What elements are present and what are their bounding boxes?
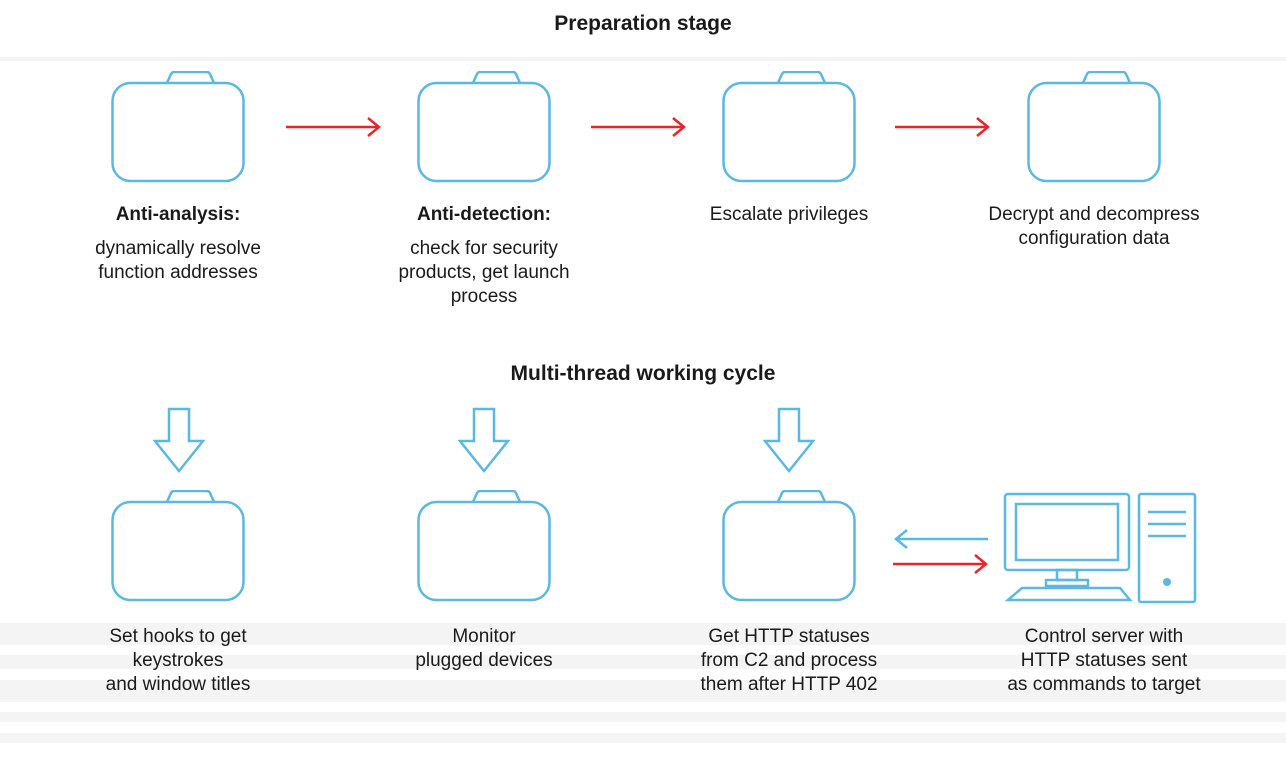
background-band [0, 623, 1286, 645]
arrow-left-icon [893, 529, 989, 549]
arrow-down-icon [458, 407, 510, 475]
step-caption: Decrypt and decompress configuration dat… [944, 203, 1244, 251]
arrow-right-icon [591, 117, 687, 137]
thread-text: Get HTTP statuses from C2 and process th… [700, 626, 878, 695]
folder-icon [722, 490, 856, 602]
step-caption: Anti-analysis: dynamically resolve funct… [48, 203, 308, 285]
arrow-down-icon [153, 407, 205, 475]
server-caption: Control server with HTTP statuses sent a… [969, 625, 1239, 697]
thread-text: Monitor plugged devices [415, 626, 553, 671]
preparation-stage-title: Preparation stage [554, 12, 732, 35]
background-band [0, 733, 1286, 743]
folder-icon [417, 71, 551, 183]
background-band [0, 57, 1286, 61]
thread-caption: Monitor plugged devices [354, 625, 614, 673]
arrow-right-icon [286, 117, 382, 137]
folder-icon [417, 490, 551, 602]
server-text: Control server with HTTP statuses sent a… [1007, 626, 1201, 695]
step-text: check for security products, get launch … [398, 238, 570, 307]
background-band [0, 712, 1286, 722]
step-title: Anti-analysis: [115, 204, 241, 225]
arrow-right-icon [893, 554, 989, 574]
thread-caption: Get HTTP statuses from C2 and process th… [659, 625, 919, 697]
working-cycle-title: Multi-thread working cycle [510, 362, 776, 385]
step-text: Escalate privileges [709, 204, 869, 225]
folder-icon [722, 71, 856, 183]
thread-caption: Set hooks to get keystrokes and window t… [48, 625, 308, 697]
computer-icon [1002, 490, 1200, 606]
background-band [0, 680, 1286, 702]
arrow-right-icon [895, 117, 991, 137]
step-caption: Anti-detection: check for security produ… [354, 203, 614, 309]
folder-icon [1027, 71, 1161, 183]
folder-icon [111, 490, 245, 602]
step-caption: Escalate privileges [659, 203, 919, 227]
thread-text: Set hooks to get keystrokes and window t… [105, 626, 251, 695]
arrow-down-icon [763, 407, 815, 475]
background-band [0, 655, 1286, 669]
step-text: Decrypt and decompress configuration dat… [988, 204, 1200, 249]
step-title: Anti-detection: [416, 204, 552, 225]
step-text: dynamically resolve function addresses [95, 238, 261, 283]
folder-icon [111, 71, 245, 183]
